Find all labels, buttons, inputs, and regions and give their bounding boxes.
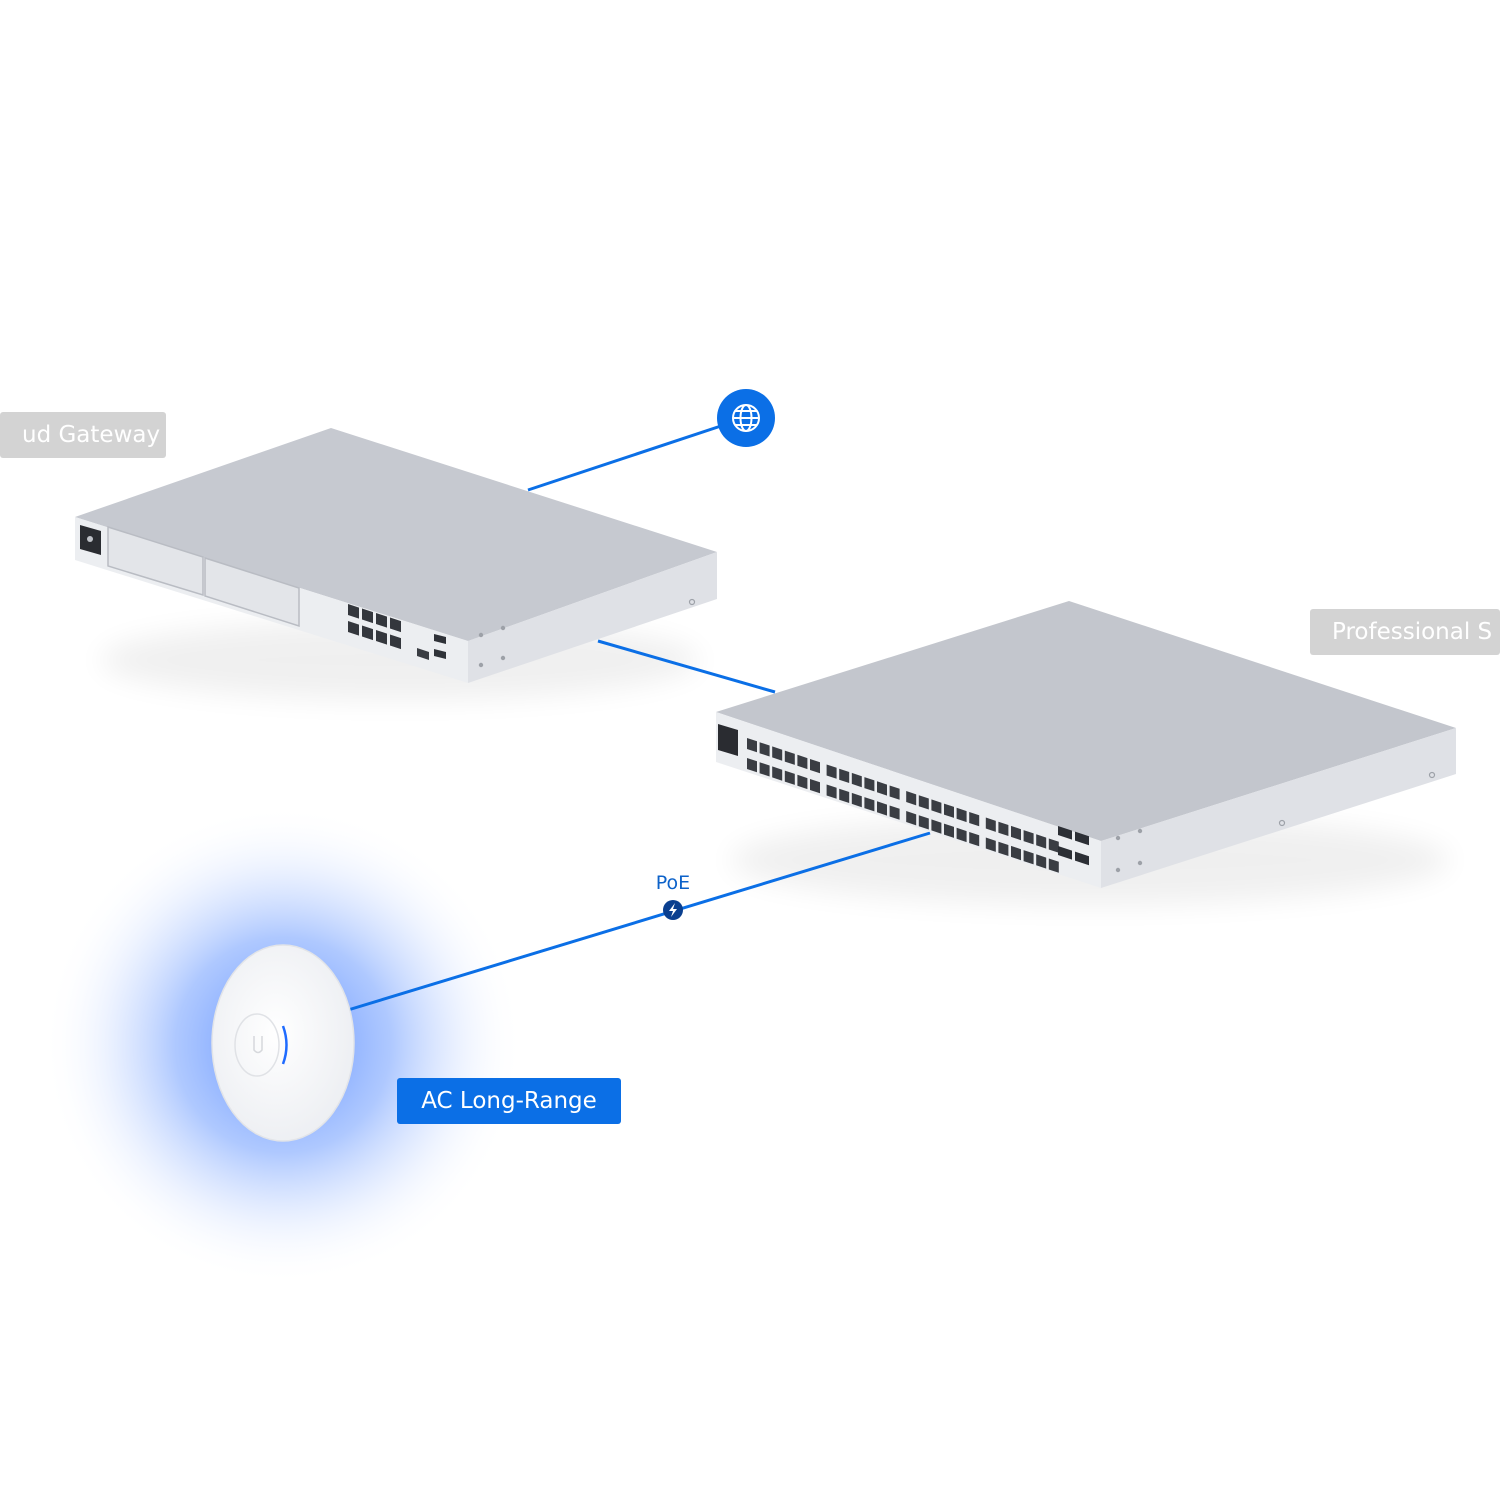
ethernet-port: [889, 785, 900, 800]
gateway-side: [468, 552, 717, 683]
switch-port-grid: [747, 738, 1059, 873]
ap-body: [211, 944, 355, 1142]
cloud-gateway-device: [75, 428, 717, 683]
ethernet-port: [784, 750, 795, 765]
poe-link: [347, 831, 931, 1012]
ethernet-port: [918, 815, 929, 830]
ethernet-port: [1023, 850, 1034, 865]
ethernet-port: [944, 803, 954, 818]
ethernet-port: [969, 811, 980, 827]
ethernet-port: [810, 758, 820, 774]
ethernet-port: [759, 742, 770, 757]
ethernet-port: [784, 770, 795, 785]
ethernet-port: [826, 784, 837, 799]
sfp-port: [434, 634, 446, 644]
switch-side: [1101, 728, 1456, 888]
ethernet-port: [797, 774, 808, 790]
ethernet-port: [797, 754, 808, 770]
ethernet-port: [864, 797, 875, 812]
ethernet-port: [851, 792, 862, 808]
ethernet-port: [931, 799, 942, 814]
gateway-port-grid: [348, 604, 401, 650]
access-point-device: [211, 944, 355, 1142]
ap-status-led: [281, 1025, 288, 1065]
poe-label: PoE: [655, 872, 691, 894]
ethernet-port: [918, 795, 929, 810]
ethernet-port: [906, 791, 917, 806]
ethernet-port: [348, 621, 359, 636]
ethernet-port: [839, 768, 850, 784]
switch-sfp-ports: [1058, 826, 1089, 866]
globe-icon: [732, 404, 760, 432]
ethernet-port: [839, 788, 850, 804]
ethernet-port: [956, 807, 967, 823]
professional-switch-device: [716, 601, 1456, 888]
switch-display: [718, 724, 738, 756]
ethernet-port: [985, 837, 996, 852]
ethernet-port: [1075, 851, 1089, 866]
ethernet-port: [851, 772, 862, 788]
ethernet-port: [362, 608, 373, 624]
ethernet-port: [1058, 846, 1072, 860]
poe-marker: [663, 900, 683, 920]
ethernet-port: [772, 746, 783, 761]
professional-switch-label[interactable]: Professional S: [1310, 609, 1500, 655]
ethernet-port: [362, 625, 373, 641]
ethernet-port: [998, 821, 1009, 837]
ethernet-port: [906, 811, 917, 826]
switch-top: [716, 601, 1456, 841]
ethernet-port: [1011, 845, 1021, 861]
wan-port: [417, 648, 429, 660]
gateway-switch-link: [597, 639, 776, 694]
ethernet-port: [969, 831, 980, 847]
ethernet-port: [376, 630, 387, 645]
ethernet-port: [1036, 834, 1047, 849]
access-point-label[interactable]: AC Long-Range: [397, 1078, 621, 1124]
ethernet-port: [889, 805, 900, 820]
ethernet-port: [877, 801, 887, 816]
ethernet-port: [348, 604, 359, 619]
drive-bay-1: [107, 525, 204, 597]
ethernet-port: [956, 827, 967, 843]
ethernet-port: [877, 781, 887, 796]
ethernet-port: [1036, 854, 1047, 869]
internet-link: [527, 416, 746, 492]
ubiquiti-logo: [234, 1013, 280, 1077]
ethernet-port: [747, 738, 757, 753]
ethernet-port: [759, 762, 770, 777]
ethernet-port: [390, 617, 401, 633]
ethernet-port: [944, 823, 954, 838]
ethernet-port: [390, 634, 401, 650]
ethernet-port: [1011, 825, 1021, 841]
ethernet-port: [772, 766, 783, 781]
ethernet-port: [747, 758, 757, 773]
internet-node: [717, 389, 775, 447]
ethernet-port: [1023, 830, 1034, 845]
cloud-gateway-label[interactable]: ud Gateway: [0, 412, 166, 458]
ethernet-port: [1058, 826, 1072, 840]
ethernet-port: [1048, 838, 1059, 853]
ethernet-port: [376, 613, 387, 628]
drive-bay-2: [204, 556, 300, 628]
ethernet-port: [810, 778, 820, 794]
gateway-top: [75, 428, 717, 641]
lightning-bolt-icon: [669, 903, 677, 917]
ethernet-port: [985, 817, 996, 832]
ethernet-port: [1075, 831, 1089, 846]
sfp-port: [434, 649, 446, 659]
ethernet-port: [864, 777, 875, 792]
ethernet-port: [998, 841, 1009, 857]
ethernet-port: [931, 819, 942, 834]
ethernet-port: [1048, 858, 1059, 873]
ethernet-port: [826, 764, 837, 779]
